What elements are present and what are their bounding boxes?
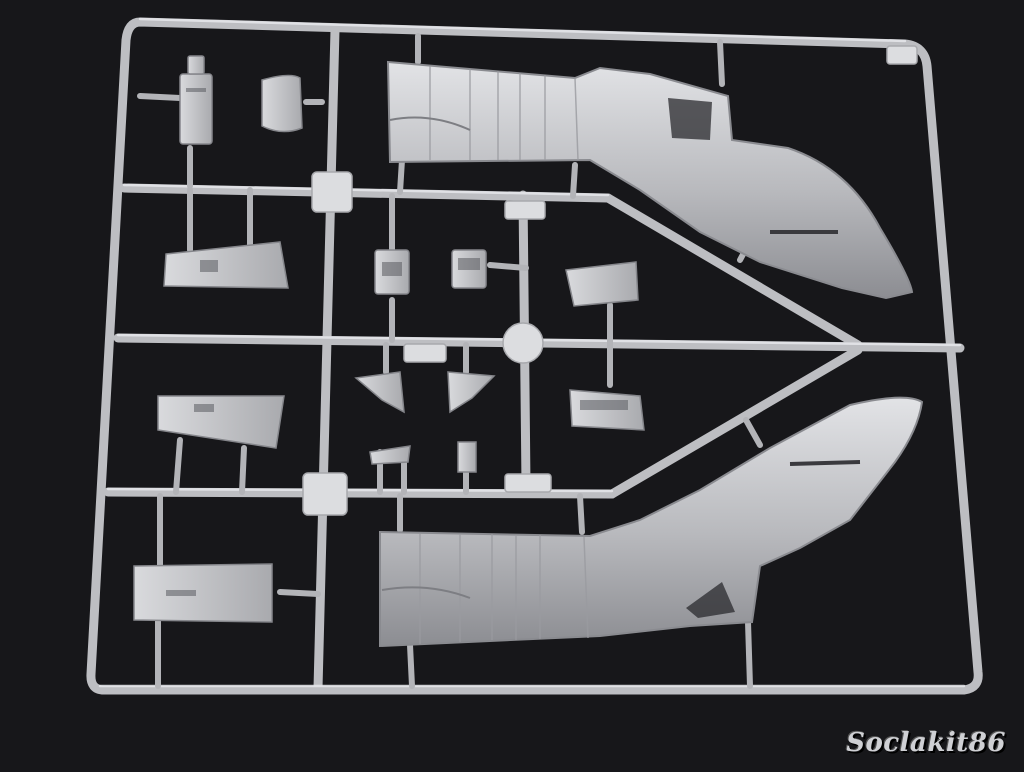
fuselage-half-lower bbox=[379, 396, 924, 648]
watermark-signature: Soclakit86 bbox=[846, 728, 1006, 758]
small-parts bbox=[133, 55, 645, 623]
sprue-tags bbox=[302, 45, 918, 516]
small-part-details bbox=[166, 88, 628, 596]
fuselage-half-upper bbox=[386, 60, 914, 300]
